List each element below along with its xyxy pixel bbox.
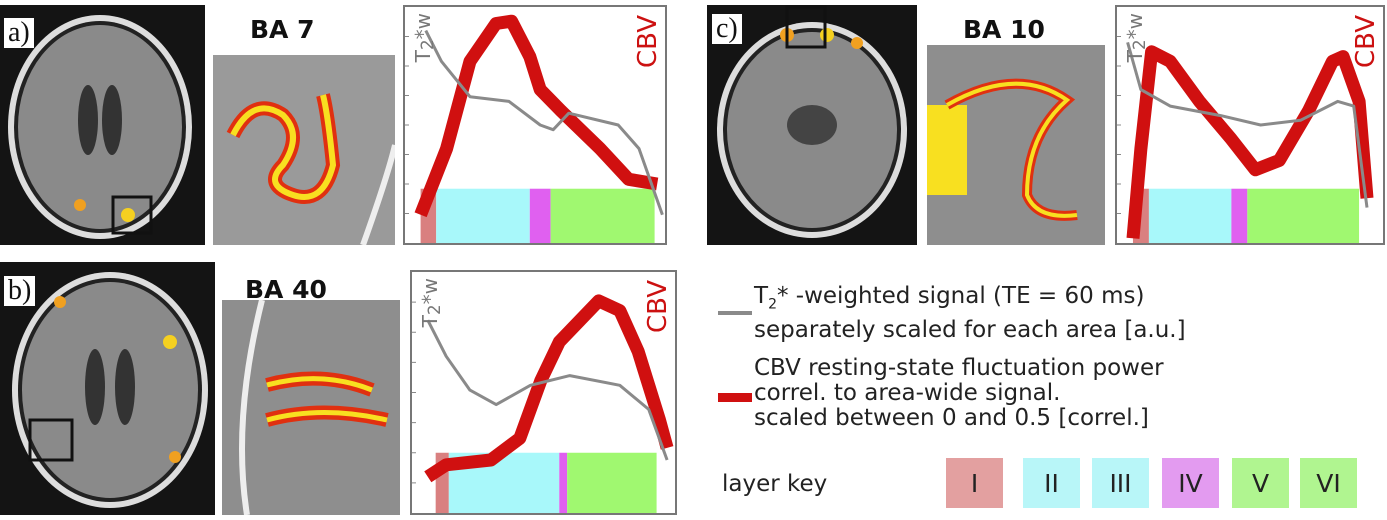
legend-gray-text: T2* -weighted signal (TE = 60 ms) separa… xyxy=(754,283,1186,343)
legend-red-line-swatch xyxy=(718,393,752,402)
cbv-curve xyxy=(414,14,659,218)
cbv-axis-label: CBV xyxy=(633,15,663,68)
t2w-axis-label: T2*w xyxy=(418,278,444,328)
layer-key-label: layer key xyxy=(722,471,828,497)
layer-band xyxy=(1231,188,1248,243)
layer-key-I: I xyxy=(946,458,1003,508)
layer-band xyxy=(436,188,530,243)
layer-key-IV: IV xyxy=(1162,458,1219,508)
cbv-axis-label: CBV xyxy=(643,280,673,333)
plot-svg xyxy=(1117,36,1374,243)
brain-axial-slice-b xyxy=(0,262,215,515)
layer-key-III: III xyxy=(1092,458,1149,508)
zoomed-cortex-a xyxy=(213,55,395,245)
legend-red-text: CBV resting-state fluctuation power corr… xyxy=(754,355,1164,431)
brain-axial-slice-a xyxy=(0,5,205,245)
layer-band xyxy=(550,188,655,243)
area-title-c: BA 10 xyxy=(963,15,1045,44)
profile-plot-c: T2*w CBV xyxy=(1115,5,1385,245)
layer-band xyxy=(559,452,568,513)
zoomed-cortex-b xyxy=(222,300,400,515)
panel-label-c: c) xyxy=(712,14,742,44)
layer-key-V: V xyxy=(1232,458,1289,508)
t2w-curve xyxy=(426,319,669,461)
t2w-curve xyxy=(424,29,664,216)
area-title-a: BA 7 xyxy=(250,15,315,44)
panel-label-b: b) xyxy=(4,276,36,306)
zoomed-cortex-c xyxy=(927,45,1105,245)
legend-gray-line-swatch xyxy=(718,311,752,315)
t2w-axis-label: T2*w xyxy=(1123,13,1149,63)
layer-key-II: II xyxy=(1023,458,1080,508)
layer-band xyxy=(1247,188,1360,243)
t2w-axis-label: T2*w xyxy=(411,13,437,63)
area-title-b: BA 40 xyxy=(245,275,327,304)
cbv-axis-label: CBV xyxy=(1351,15,1381,68)
layer-key-VI: VI xyxy=(1300,458,1357,508)
panel-label-a: a) xyxy=(4,18,34,48)
profile-plot-b: T2*w CBV xyxy=(410,270,677,515)
plot-svg xyxy=(412,294,674,513)
plot-svg xyxy=(405,14,664,243)
cbv-curve xyxy=(424,294,674,483)
brain-axial-slice-c xyxy=(707,5,917,245)
layer-band xyxy=(529,188,551,243)
layer-band xyxy=(567,452,657,513)
cbv-curve xyxy=(1126,45,1374,239)
profile-plot-a: T2*w CBV xyxy=(403,5,667,245)
t2w-curve xyxy=(1126,41,1369,208)
layer-band xyxy=(1148,188,1232,243)
